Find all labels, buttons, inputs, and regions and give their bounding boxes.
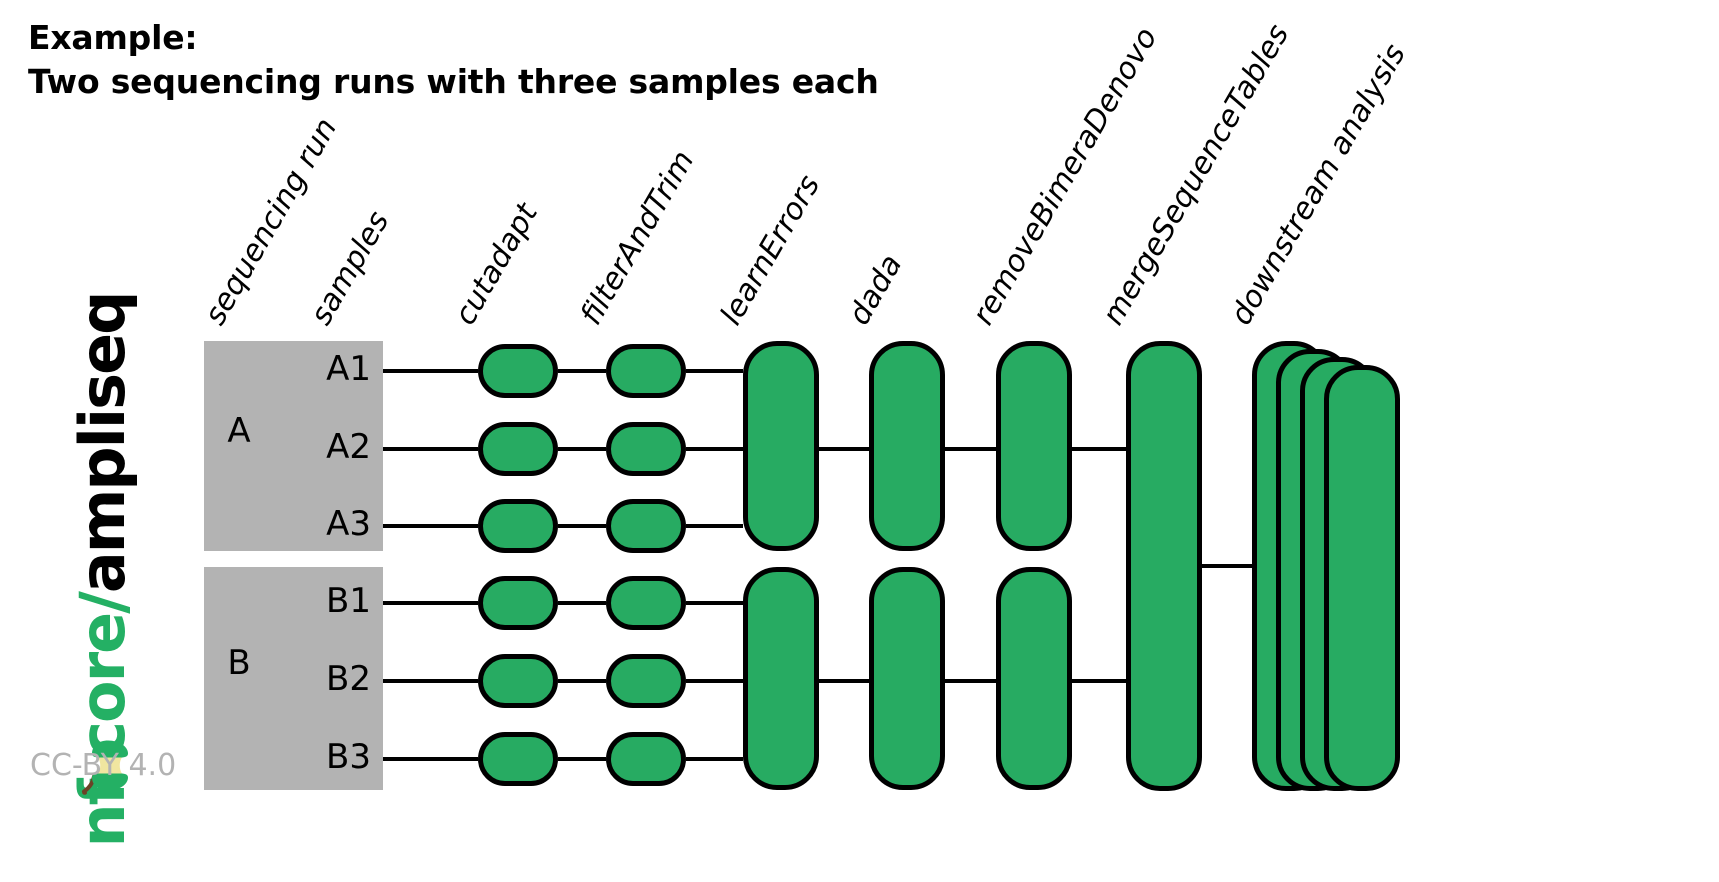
connector-run-stage-2 xyxy=(945,447,996,451)
column-header-learnerrors: learnErrors xyxy=(713,169,828,331)
connector-sample-to-cutadapt xyxy=(383,447,478,451)
run-label-B: B xyxy=(227,643,251,683)
title-line-1: Example: xyxy=(28,18,198,57)
process-learnErrors-run-B[interactable] xyxy=(743,567,819,790)
process-learnErrors-run-A[interactable] xyxy=(743,341,819,551)
sample-label-A3: A3 xyxy=(326,504,371,544)
run-box-A xyxy=(204,341,383,551)
process-filterAndTrim-B1[interactable] xyxy=(606,576,686,630)
process-removeBimeraDenovo-run-B[interactable] xyxy=(996,567,1072,790)
sample-label-A2: A2 xyxy=(326,427,371,467)
logo-rotated-group: nf-core/ampliseq xyxy=(66,292,139,847)
column-header-dada: dada xyxy=(841,248,910,331)
connector-cutadapt-to-filter xyxy=(558,757,606,761)
sample-label-B1: B1 xyxy=(326,581,371,621)
process-filterAndTrim-A1[interactable] xyxy=(606,344,686,398)
connector-sample-to-cutadapt xyxy=(383,679,478,683)
connector-cutadapt-to-filter xyxy=(558,601,606,605)
logo-pipeline: ampliseq xyxy=(66,292,139,594)
process-cutadapt-B3[interactable] xyxy=(478,732,558,786)
connector-cutadapt-to-filter xyxy=(558,679,606,683)
connector-cutadapt-to-filter xyxy=(558,447,606,451)
page-title: Example: Two sequencing runs with three … xyxy=(28,16,879,104)
title-line-2: Two sequencing runs with three samples e… xyxy=(28,61,879,101)
column-header-filterandtrim: filterAndTrim xyxy=(573,144,702,331)
process-cutadapt-B2[interactable] xyxy=(478,654,558,708)
connector-sample-to-cutadapt xyxy=(383,524,478,528)
license-text: CC-BY 4.0 xyxy=(30,748,177,783)
sample-label-A1: A1 xyxy=(326,349,371,389)
process-downstream-analysis-4[interactable] xyxy=(1324,365,1400,791)
connector-filter-to-learnerrors xyxy=(686,524,743,528)
connector-cutadapt-to-filter xyxy=(558,369,606,373)
connector-to-merge-A xyxy=(1072,447,1126,451)
process-dada-run-A[interactable] xyxy=(869,341,945,551)
run-box-B xyxy=(204,567,383,790)
sample-label-B2: B2 xyxy=(326,659,371,699)
connector-filter-to-learnerrors xyxy=(686,447,743,451)
process-removeBimeraDenovo-run-A[interactable] xyxy=(996,341,1072,551)
connector-filter-to-learnerrors xyxy=(686,679,743,683)
process-cutadapt-A1[interactable] xyxy=(478,344,558,398)
connector-run-stage-2 xyxy=(945,679,996,683)
connector-sample-to-cutadapt xyxy=(383,757,478,761)
column-header-cutadapt: cutadapt xyxy=(447,197,545,331)
process-filterAndTrim-B3[interactable] xyxy=(606,732,686,786)
sample-label-B3: B3 xyxy=(326,737,371,777)
process-dada-run-B[interactable] xyxy=(869,567,945,790)
logo-prefix: nf-core/ xyxy=(66,593,139,848)
connector-filter-to-learnerrors xyxy=(686,601,743,605)
nf-core-apple-icon xyxy=(82,740,128,795)
process-filterAndTrim-A3[interactable] xyxy=(606,499,686,553)
process-cutadapt-B1[interactable] xyxy=(478,576,558,630)
connector-filter-to-learnerrors xyxy=(686,757,743,761)
process-cutadapt-A3[interactable] xyxy=(478,499,558,553)
process-filterAndTrim-A2[interactable] xyxy=(606,422,686,476)
connector-to-merge-B xyxy=(1072,679,1126,683)
connector-sample-to-cutadapt xyxy=(383,601,478,605)
column-header-samples: samples xyxy=(303,205,397,331)
process-cutadapt-A2[interactable] xyxy=(478,422,558,476)
nf-core-logo: nf-core/ampliseq xyxy=(18,292,188,847)
connector-sample-to-cutadapt xyxy=(383,369,478,373)
connector-run-stage-1 xyxy=(819,447,869,451)
run-label-A: A xyxy=(227,411,251,451)
connector-cutadapt-to-filter xyxy=(558,524,606,528)
connector-merge-to-downstream xyxy=(1202,564,1252,568)
connector-filter-to-learnerrors xyxy=(686,369,743,373)
connector-run-stage-1 xyxy=(819,679,869,683)
process-filterAndTrim-B2[interactable] xyxy=(606,654,686,708)
process-mergeSequenceTables[interactable] xyxy=(1126,341,1202,791)
